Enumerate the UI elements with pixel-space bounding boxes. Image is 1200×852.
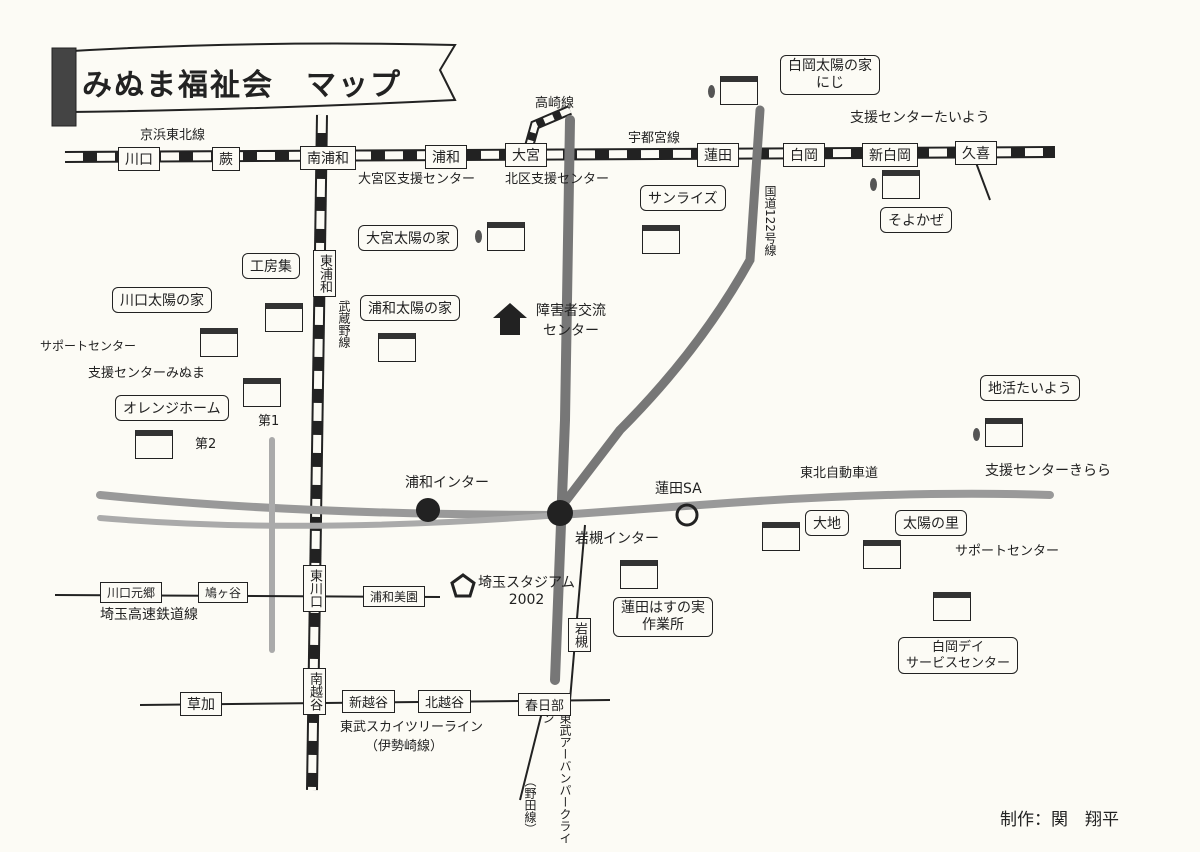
sunrise-callout: サンライズ [640,185,726,211]
kawaguchi-taiyo-callout: 川口太陽の家 [112,287,212,313]
house-icon [882,170,920,199]
station-kita-koshigaya: 北越谷 [418,690,472,713]
house-icon [135,430,173,459]
koryu-center-label: 障害者交流センター [536,303,606,339]
urawa-ic-label: 浦和インター [405,475,489,491]
railway-takasaki [523,105,572,152]
stadium-year: 2002 [508,592,545,608]
station-hasuda: 蓮田 [697,143,739,167]
musashino-line-label: 武蔵野線 [337,300,351,348]
tobu-skytree-label: 東武スカイツリーライン [340,720,484,735]
house-icon [378,333,416,362]
station-minami-koshigaya: 南越谷 [303,668,326,715]
omiya-ku-center-label: 大宮区支援センター [358,172,476,187]
station-urawa: 浦和 [425,145,467,169]
map-title: みぬま福祉会 マップ [82,68,402,103]
tobu-urban-label: 東武アーバンパークライン [541,712,572,844]
station-higashi-urawa: 東浦和 [313,250,336,297]
railway-tobu-urban [519,524,586,801]
orange-home-2-label: 第2 [195,437,217,452]
station-minami-urawa: 南浦和 [300,146,356,170]
keihin-tohoku-line-label: 京浜東北線 [140,128,206,143]
hasunomi-sub-label: 作業所 [642,616,684,633]
tobu-skytree-sub-label: （伊勢崎線） [365,739,444,754]
iwatsuki-ic-label: 岩槻インター [575,531,659,547]
tohoku-expressway-label: 東北自動車道 [800,466,879,481]
house-icon [243,378,281,407]
station-iwatsuki: 岩槻 [568,618,591,652]
kobo-shu-callout: 工房集 [242,253,300,279]
saitama-railway-label: 埼玉高速鉄道線 [100,607,198,623]
shiraoka-day-callout: 白岡デイサービスセンター [898,637,1019,675]
station-soka: 草加 [180,692,222,716]
station-shiraoka: 白岡 [783,143,825,167]
house-icon [642,225,680,254]
house-icon [985,418,1023,447]
house-icon [863,540,901,569]
banner-scroll [51,47,77,127]
takasaki-line-label: 高崎線 [535,96,575,111]
soyokaze-callout: そよかぜ [880,207,952,233]
station-higashi-kawaguchi: 東川口 [303,565,326,612]
station-kawaguchi-motogo: 川口元郷 [100,582,163,603]
station-omiya: 大宮 [505,143,547,167]
hasunomi-label: 蓮田はすの実 [621,600,705,616]
tree-icon [870,178,877,191]
shiraoka-day-sub-label: サービスセンター [906,655,1011,671]
house-icon [265,303,303,332]
center-minuma-label: 支援センターみぬま [88,366,206,381]
hasuda-sa-label: 蓮田SA [655,481,702,497]
station-shin-koshigaya: 新越谷 [342,690,396,713]
orange-home-callout: オレンジホーム [115,395,229,421]
support-center-east-label: サポートセンター [955,544,1060,559]
omiya-taiyo-callout: 大宮太陽の家 [358,225,458,251]
house-icon [200,328,238,357]
house-icon [487,222,525,251]
koryu-center-icon [493,303,527,335]
station-urawa-misono: 浦和美園 [363,586,426,607]
house-icon [620,560,658,589]
support-center-west-label: サポートセンター [40,339,137,353]
tree-icon [475,230,482,243]
kita-ku-center-label: 北区支援センター [505,172,610,187]
route-122-label: 国道122号線 [763,185,777,256]
station-kasukabe: 春日部 [518,693,572,716]
urawa-taiyo-callout: 浦和太陽の家 [360,295,460,321]
title-banner [53,42,457,114]
house-icon [933,592,971,621]
shiraoka-taiyo-callout: 白岡太陽の家にじ [780,55,880,95]
house-icon [762,522,800,551]
iwatsuki-junction-marker [547,500,573,526]
station-hatogaya: 鳩ヶ谷 [198,582,249,603]
shiraoka-taiyo-label: 白岡太陽の家 [788,58,872,74]
orange-home-1-label: 第1 [258,414,280,429]
tobu-urban-sub-label: （野田線） [523,775,537,835]
credit: 制作：関 翔平 [1000,810,1119,830]
station-kuki: 久喜 [955,141,997,165]
center-kirara-label: 支援センターきらら [985,463,1111,479]
hasuda-sa-marker [675,503,699,527]
house-icon [720,76,758,105]
stadium-name: 埼玉スタジアム [478,575,576,591]
hasunomi-callout: 蓮田はすの実作業所 [613,597,713,637]
chikatsu-taiyo-callout: 地活たいよう [980,375,1080,401]
urawa-ic-marker [416,498,440,522]
station-warabi: 蕨 [212,147,240,171]
railway-utsunomiya-north [974,159,991,201]
tree-icon [973,428,980,441]
taiyo-no-sato-callout: 太陽の里 [895,510,967,536]
tree-icon [708,85,715,98]
center-taiyo-label: 支援センターたいよう [850,110,990,126]
station-shin-shiraoka: 新白岡 [862,143,918,167]
shiraoka-day-label: 白岡デイ [932,640,985,655]
shiraoka-taiyo-sub-label: にじ [816,74,844,91]
daichi-callout: 大地 [805,510,849,536]
stadium-icon [450,573,476,598]
station-kawaguchi: 川口 [118,147,160,171]
utsunomiya-line-label: 宇都宮線 [628,131,681,146]
